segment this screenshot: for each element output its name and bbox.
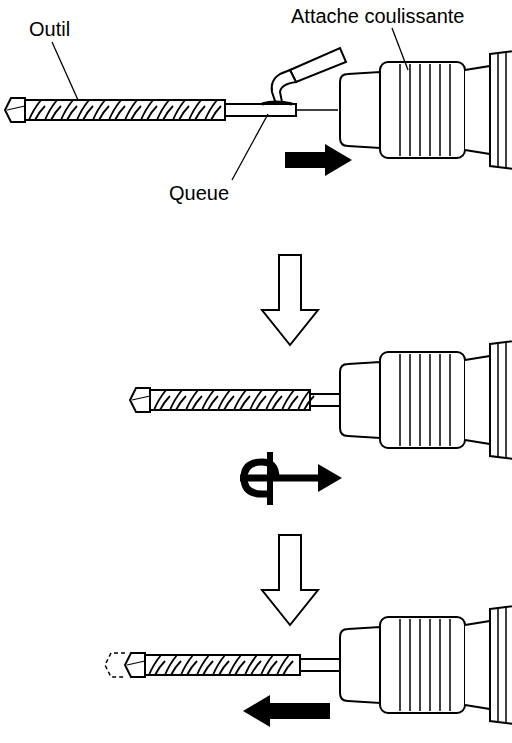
drill-bit: [130, 388, 340, 412]
leader-line: [392, 28, 408, 70]
previous-position: [105, 653, 125, 677]
grease-tube: [262, 48, 346, 104]
step-arrow: [262, 255, 318, 345]
leader-line: [232, 114, 268, 180]
drill-bit: [5, 98, 296, 122]
part-label: Attache coulissante: [290, 5, 465, 27]
rotate-arrow: [240, 452, 342, 505]
guide-line: [296, 109, 338, 111]
pull-arrow: [243, 695, 330, 727]
drill-bit: [105, 653, 340, 677]
part-label: Outil: [28, 18, 71, 40]
part-label: Queue: [168, 182, 230, 204]
push-arrow: [285, 144, 352, 176]
step-arrow: [262, 535, 318, 625]
leader-line: [52, 42, 78, 100]
